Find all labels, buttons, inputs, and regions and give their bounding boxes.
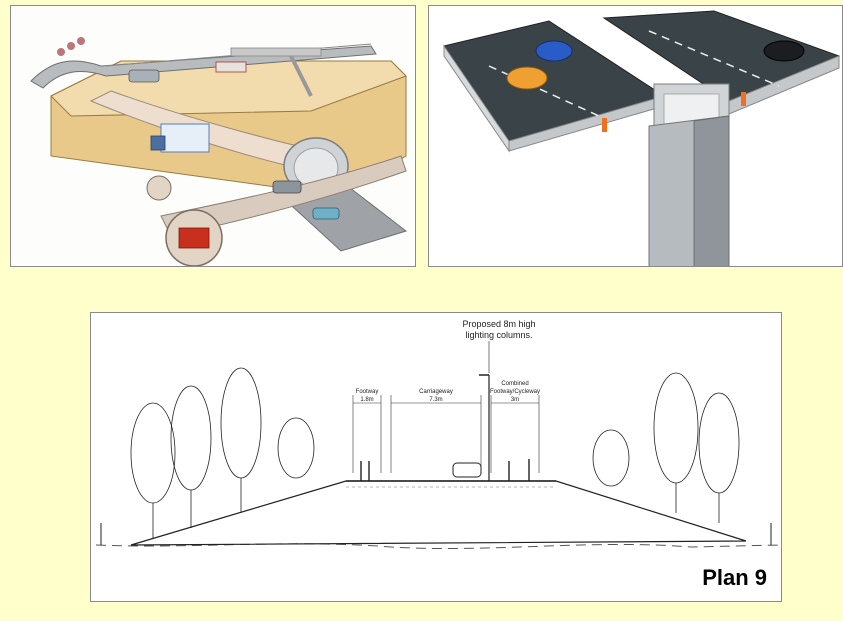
carriageway-width: 7.3m — [429, 397, 442, 403]
left-deck-road — [443, 20, 666, 142]
lighting-note-line2: lighting columns. — [465, 330, 532, 340]
worker-figure — [602, 118, 607, 132]
combined-label-1: Combined — [501, 381, 528, 387]
black-car — [763, 40, 805, 62]
worker-figure — [741, 92, 746, 106]
trees-right — [592, 372, 740, 523]
combined-width: 3m — [511, 397, 519, 403]
footway-width: 1.8m — [360, 397, 373, 403]
cross-section-plan: Proposed 8m high lighting columns. Footw… — [90, 312, 782, 602]
footbridge — [230, 47, 322, 57]
car-figure — [452, 462, 482, 478]
carriageway-label: Carriageway — [419, 389, 453, 395]
rail-tunnel — [160, 155, 407, 237]
viaduct-deck-illustration — [428, 5, 843, 267]
embankment — [130, 480, 747, 546]
truck — [160, 123, 210, 153]
tunnel-drawing — [30, 37, 408, 266]
blue-car — [535, 40, 573, 62]
ground-level-line — [95, 543, 781, 550]
van — [215, 61, 247, 73]
footway-label: Footway — [356, 389, 379, 395]
train — [178, 227, 210, 249]
car — [272, 180, 302, 194]
plan-label: Plan 9 — [702, 565, 767, 590]
surface-road — [30, 45, 377, 89]
trees-left — [130, 367, 315, 538]
orange-car — [506, 66, 548, 90]
combined-label-2: Footway/Cycleway — [490, 389, 540, 395]
lighting-note-line1: Proposed 8m high — [462, 319, 535, 329]
cross-section-drawing: Proposed 8m high lighting columns. Footw… — [95, 319, 781, 550]
tunnel-cutaway-illustration — [10, 5, 416, 267]
car — [312, 207, 340, 220]
car — [128, 69, 160, 83]
viaduct-drawing — [443, 10, 841, 266]
